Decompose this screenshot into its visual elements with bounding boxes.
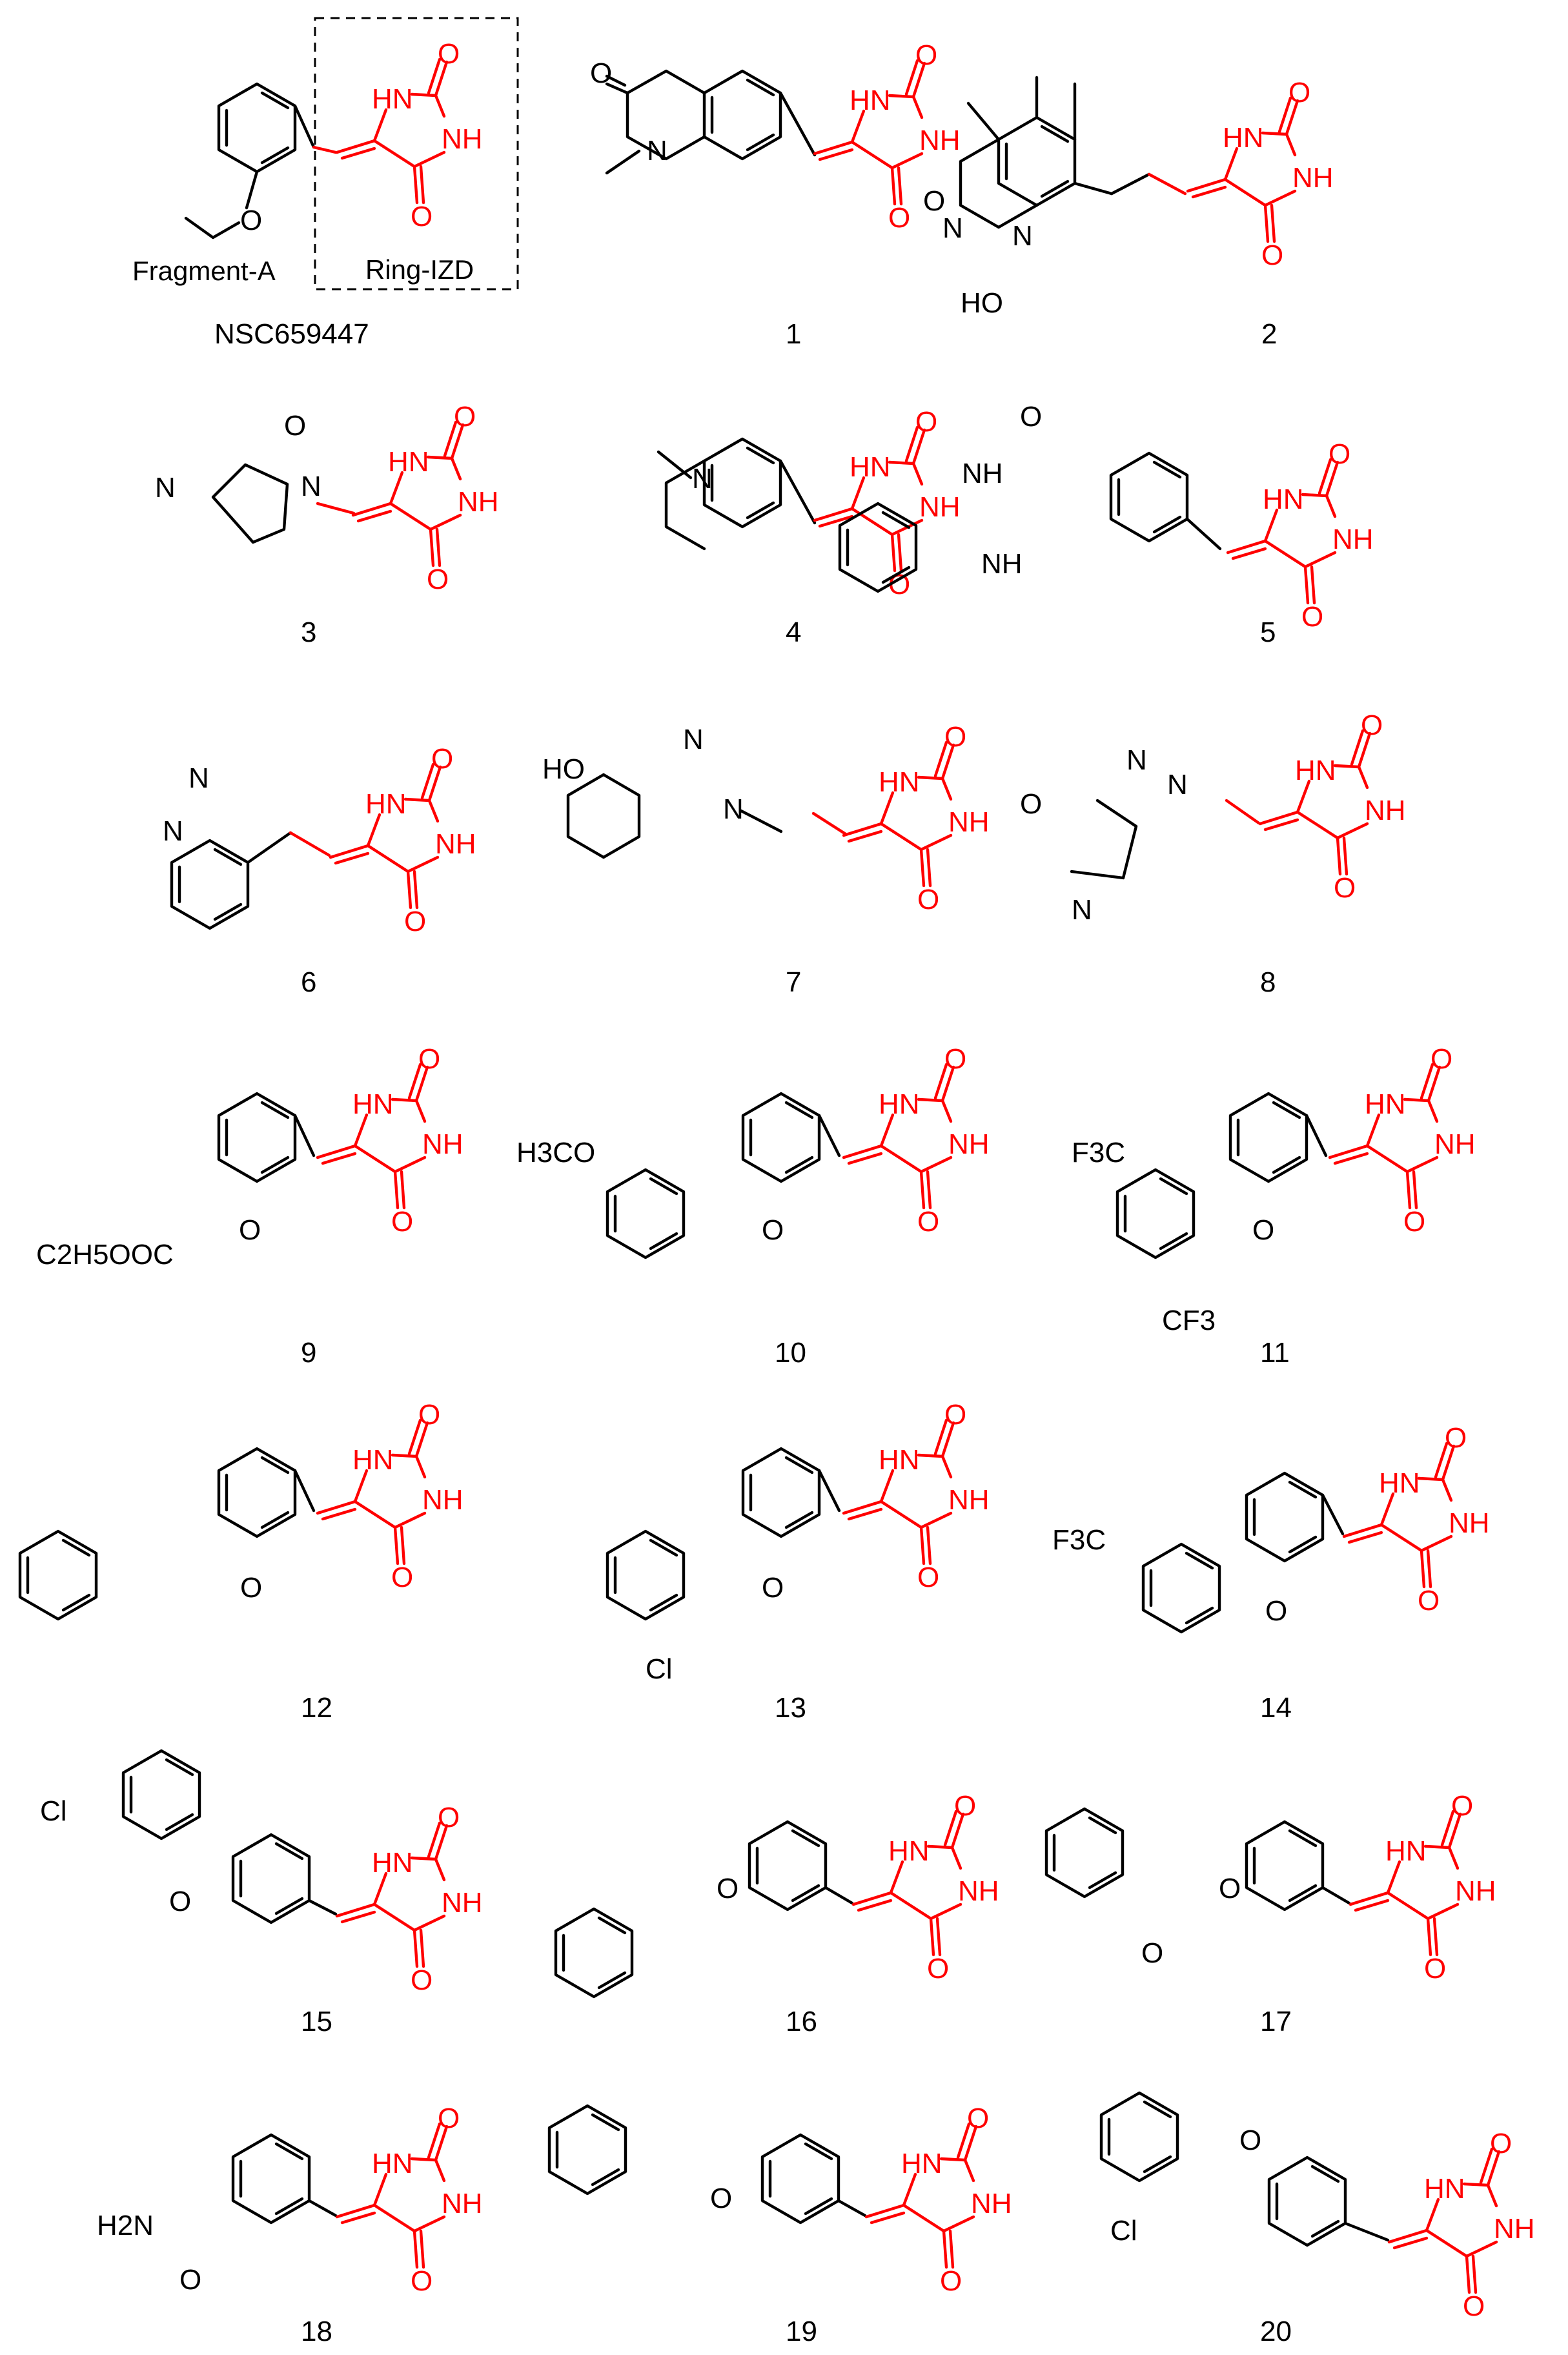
structure-nsc659447: O Fragment-A Ring-IZD NSC659447 (132, 17, 519, 350)
atom-o: O (284, 410, 306, 442)
atom-n: N (723, 793, 744, 825)
caption-12: 12 (301, 1692, 332, 1724)
atom-h2n: H2N (97, 2210, 154, 2241)
structure-11: F3C CF3 O 11 (1072, 1043, 1476, 1369)
atom-nh: NH (962, 458, 1003, 489)
atom-cf3: F3C (1052, 1524, 1106, 1556)
atom-o: O (762, 1214, 784, 1246)
atom-cf3b: CF3 (1162, 1305, 1216, 1336)
atom-n: N (188, 762, 209, 794)
structure-9: O C2H5OOC 9 (36, 1043, 463, 1369)
caption-17: 17 (1260, 2006, 1292, 2037)
atom-o: O (762, 1572, 784, 1604)
atom-o: O (169, 1886, 191, 1917)
structure-10: H3CO O 10 (516, 1043, 990, 1369)
structure-19: O 19 (549, 2103, 1012, 2347)
caption-9: 9 (301, 1337, 316, 1369)
caption-2: 2 (1261, 318, 1277, 350)
atom-cf3: F3C (1072, 1137, 1125, 1168)
atom-o: O (1252, 1214, 1274, 1246)
atom-o: O (1141, 1937, 1163, 1969)
atom-n-plus: N (155, 472, 176, 504)
structure-13: Cl O 13 (607, 1399, 990, 1724)
caption-8: 8 (1260, 966, 1276, 998)
label-ring-izd: Ring-IZD (365, 254, 474, 285)
atom-nh: N (1126, 744, 1147, 776)
atom-o: O (923, 185, 945, 217)
atom-o: O (1265, 1595, 1287, 1627)
atom-o: O (239, 1214, 261, 1246)
caption-13: 13 (775, 1692, 806, 1724)
structure-15: Cl O 15 (40, 1751, 483, 2037)
structure-2: O N N HO 2 (923, 77, 1334, 350)
atom-n: N (1012, 220, 1033, 252)
caption-15: 15 (301, 2006, 332, 2037)
atom-o: O (240, 205, 262, 236)
caption-20: 20 (1260, 2316, 1292, 2347)
atom-cl: Cl (646, 1653, 673, 1685)
structure-14: F3C O 14 (1052, 1422, 1490, 1724)
structure-1: N O 1 (590, 39, 961, 350)
caption-14: 14 (1260, 1692, 1292, 1724)
caption-19: 19 (786, 2316, 817, 2347)
structure-8: N N N O 8 (1020, 709, 1406, 998)
atom-n: N (301, 471, 321, 502)
atom-o: O (710, 2183, 732, 2214)
atom-n: N (1167, 769, 1188, 800)
structure-12: O 12 (20, 1399, 463, 1724)
ring-izd-box (314, 17, 519, 291)
atom-o: O (179, 2264, 201, 2296)
atom-ho: HO (961, 287, 1003, 319)
atom-n: N (163, 815, 183, 847)
caption-4: 4 (786, 617, 801, 648)
atom-n: N (1072, 894, 1092, 926)
atom-cl: Cl (1110, 2215, 1137, 2247)
caption-1: 1 (786, 318, 801, 350)
atom-n: N (647, 135, 667, 167)
atom-meo: H3CO (516, 1137, 595, 1168)
structure-16: O 16 (556, 1790, 999, 2037)
caption-7: 7 (786, 966, 801, 998)
structure-4: N 4 (657, 406, 961, 648)
atom-o: O (1020, 788, 1042, 820)
atom-n: N (942, 212, 963, 244)
atom-oh: HO (542, 753, 585, 785)
structure-7: HO N N 7 (542, 721, 990, 998)
atom-o: O (590, 57, 612, 89)
caption-6: 6 (301, 966, 316, 998)
caption-5: 5 (1260, 617, 1276, 648)
structure-17: O O 17 (1046, 1790, 1496, 2037)
atom-nh: NH (981, 548, 1023, 580)
caption-11: 11 (1260, 1337, 1290, 1369)
atom-ester: C2H5OOC (36, 1239, 174, 1270)
caption-10: 10 (775, 1337, 806, 1369)
structure-6: N N 6 (163, 743, 476, 998)
atom-o: O (717, 1873, 738, 1904)
caption-16: 16 (786, 2006, 817, 2037)
atom-o: O (1020, 401, 1042, 433)
atom-n: N (683, 724, 704, 755)
atom-n: N (692, 463, 713, 494)
atom-o: O (1239, 2125, 1261, 2156)
atom-o: O (1219, 1873, 1241, 1904)
atom-o: O (240, 1572, 262, 1604)
label-fragment-a: Fragment-A (132, 256, 276, 286)
caption-nsc659447: NSC659447 (214, 318, 369, 350)
caption-3: 3 (301, 617, 316, 648)
structure-5: NH O NH 5 (840, 401, 1374, 648)
structure-3: N O N 3 (155, 401, 499, 648)
structure-20: Cl O 20 (1101, 2093, 1535, 2347)
caption-18: 18 (301, 2316, 332, 2347)
atom-cl: Cl (40, 1795, 67, 1827)
structure-18: H2N O 18 (97, 2103, 483, 2347)
